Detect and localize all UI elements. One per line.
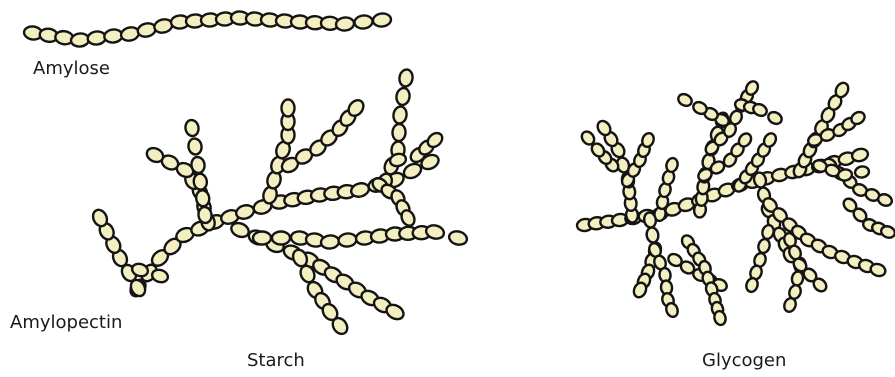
glucose-bead bbox=[395, 87, 411, 106]
glucose-bead bbox=[184, 119, 199, 137]
glucose-bead bbox=[193, 173, 208, 191]
glucose-bead bbox=[791, 271, 804, 287]
glucose-bead bbox=[713, 310, 727, 326]
glucose-bead bbox=[757, 238, 771, 254]
amylopectin-label: Amylopectin bbox=[10, 312, 122, 333]
glucose-bead bbox=[151, 268, 170, 284]
glucose-bead bbox=[761, 224, 775, 240]
amylose-label: Amylose bbox=[33, 58, 110, 79]
glucose-bead bbox=[197, 206, 212, 224]
glucose-bead bbox=[665, 157, 679, 173]
glucose-bead bbox=[676, 92, 694, 108]
glucose-bead bbox=[869, 262, 887, 278]
amylose-chain bbox=[23, 11, 392, 48]
glucose-bead bbox=[350, 181, 371, 198]
glucose-bead bbox=[320, 235, 339, 250]
glucose-bead bbox=[398, 69, 414, 88]
amylopectin-structure bbox=[90, 69, 468, 337]
glucose-bead bbox=[354, 15, 373, 30]
glucose-bead bbox=[272, 232, 290, 245]
glucose-bead bbox=[745, 277, 760, 294]
glucose-bead bbox=[837, 168, 853, 181]
glycogen-structure bbox=[576, 79, 895, 326]
starch-label: Starch bbox=[247, 350, 305, 371]
glucose-bead bbox=[392, 124, 406, 142]
glucose-bead bbox=[235, 203, 256, 220]
glucose-bead bbox=[187, 138, 202, 156]
glucose-bead bbox=[120, 26, 141, 43]
glucose-bead bbox=[392, 106, 408, 125]
glucose-bead bbox=[646, 227, 660, 244]
glucose-bead bbox=[854, 165, 870, 178]
glucose-bead bbox=[448, 229, 469, 246]
glucose-bead bbox=[372, 13, 391, 28]
glucose-bead bbox=[253, 232, 271, 245]
glucose-bead bbox=[282, 100, 295, 117]
glucose-bead bbox=[338, 233, 357, 248]
glucose-bead bbox=[335, 17, 354, 32]
glycogen-label: Glycogen bbox=[702, 350, 786, 371]
glucose-bead bbox=[195, 189, 210, 207]
glucose-bead bbox=[766, 110, 784, 126]
glucose-bead bbox=[851, 147, 870, 163]
